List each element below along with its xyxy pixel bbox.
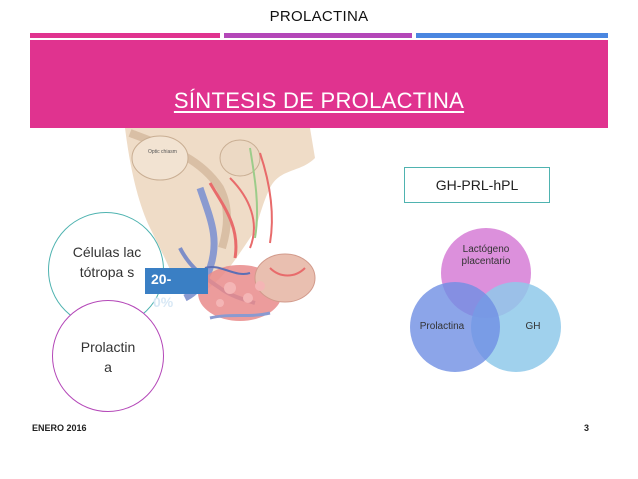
- venn-diagram: [410, 228, 561, 372]
- percent-badge: 20-: [145, 268, 208, 294]
- gh-prl-hpl-box: GH-PRL-hPL: [404, 167, 550, 203]
- venn-label-top-text: Lactógeno placentario: [461, 244, 511, 267]
- stripe-pink: [30, 33, 220, 38]
- slide-title: SÍNTESIS DE PROLACTINA: [173, 88, 465, 113]
- page-number: 3: [584, 423, 590, 433]
- percent-badge-overflow: 0%: [153, 294, 174, 310]
- stripe-purple: [224, 33, 412, 38]
- venn-label-top: Lactógeno placentario: [448, 244, 524, 268]
- venn-label-left: Prolactina: [419, 321, 465, 332]
- footer-date: ENERO 2016: [32, 423, 87, 433]
- cells-circle-label: Células lactótropa s: [62, 242, 152, 282]
- title-banner: [30, 40, 608, 128]
- stripe-blue: [416, 33, 608, 38]
- optic-chiasm-label: Optic chiasm: [148, 149, 177, 155]
- pituitary-illustration: Optic chiasm: [125, 128, 316, 321]
- venn-circle-left: [410, 282, 500, 372]
- venn-label-right: GH: [525, 321, 541, 332]
- prolactin-label-text: Prolactin a: [80, 339, 136, 375]
- prolactin-circle-label: Prolactin a: [72, 337, 144, 377]
- slide-header-title: PROLACTINA: [269, 8, 369, 25]
- prolactin-circle: [52, 300, 164, 412]
- cells-label-text: Células lactótropa s: [72, 244, 142, 280]
